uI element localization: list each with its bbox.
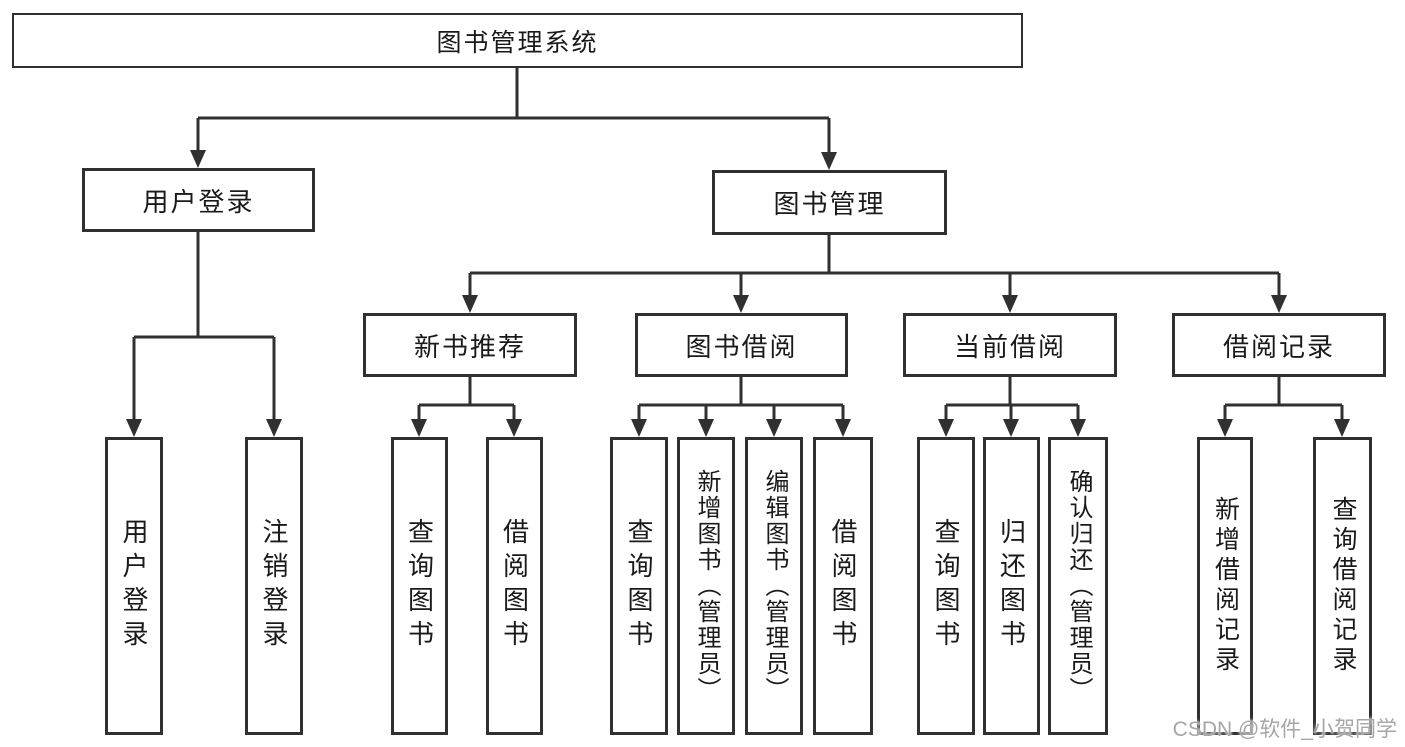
- connector-stroke-path: [132, 68, 1344, 419]
- node-book-borrow-label: 图书借阅: [685, 331, 798, 362]
- leaf-borrow-query-books-label: 查询图书: [624, 518, 654, 654]
- leaf-user-login: 用户登录: [105, 437, 163, 735]
- leaf-borrow-books: 借阅图书: [813, 437, 873, 735]
- leaf-newbook-query-books: 查询图书: [391, 437, 448, 735]
- leaf-newbook-borrow-books-label: 借阅图书: [499, 518, 530, 654]
- node-user-login-label: 用户登录: [142, 186, 255, 217]
- leaf-user-login-label: 用户登录: [119, 518, 149, 654]
- leaf-edit-books-admin-label: 编辑图书（管理员）: [761, 469, 788, 703]
- leaf-current-query-books-label: 查询图书: [931, 518, 961, 654]
- node-user-login: 用户登录: [82, 168, 315, 232]
- leaf-logout-label: 注销登录: [259, 518, 289, 654]
- leaf-add-borrow-record: 新增借阅记录: [1197, 437, 1253, 735]
- node-new-book-recommend: 新书推荐: [363, 313, 577, 377]
- node-borrow-records-label: 借阅记录: [1222, 331, 1335, 362]
- leaf-newbook-borrow-books: 借阅图书: [486, 437, 543, 735]
- node-system-root: 图书管理系统: [12, 13, 1023, 68]
- leaf-add-borrow-record-label: 新增借阅记录: [1211, 496, 1240, 676]
- leaf-logout: 注销登录: [245, 437, 303, 735]
- node-book-management-label: 图书管理: [773, 189, 886, 219]
- leaf-add-books-admin-label: 新增图书（管理员）: [693, 469, 720, 703]
- node-new-book-recommend-label: 新书推荐: [413, 331, 526, 362]
- node-current-borrow-label: 当前借阅: [953, 331, 1066, 362]
- leaf-confirm-return-admin-label: 确认归还（管理员）: [1065, 469, 1092, 703]
- node-book-management: 图书管理: [712, 170, 947, 235]
- leaf-confirm-return-admin: 确认归还（管理员）: [1048, 437, 1108, 735]
- node-current-borrow: 当前借阅: [903, 313, 1117, 377]
- leaf-return-books: 归还图书: [983, 437, 1040, 735]
- leaf-query-borrow-record-label: 查询借阅记录: [1329, 496, 1357, 676]
- leaf-return-books-label: 归还图书: [996, 518, 1027, 654]
- csdn-watermark: CSDN @软件_小贺同学: [1172, 718, 1397, 741]
- leaf-newbook-query-books-label: 查询图书: [404, 518, 435, 654]
- leaf-borrow-query-books: 查询图书: [610, 437, 668, 735]
- node-book-borrow: 图书借阅: [635, 313, 848, 377]
- leaf-current-query-books: 查询图书: [917, 437, 975, 735]
- leaf-edit-books-admin: 编辑图书（管理员）: [745, 437, 803, 735]
- leaf-add-books-admin: 新增图书（管理员）: [677, 437, 735, 735]
- node-borrow-records: 借阅记录: [1172, 313, 1386, 377]
- node-system-root-label: 图书管理系统: [436, 28, 599, 57]
- leaf-borrow-books-label: 借阅图书: [828, 518, 858, 654]
- leaf-query-borrow-record: 查询借阅记录: [1313, 437, 1372, 735]
